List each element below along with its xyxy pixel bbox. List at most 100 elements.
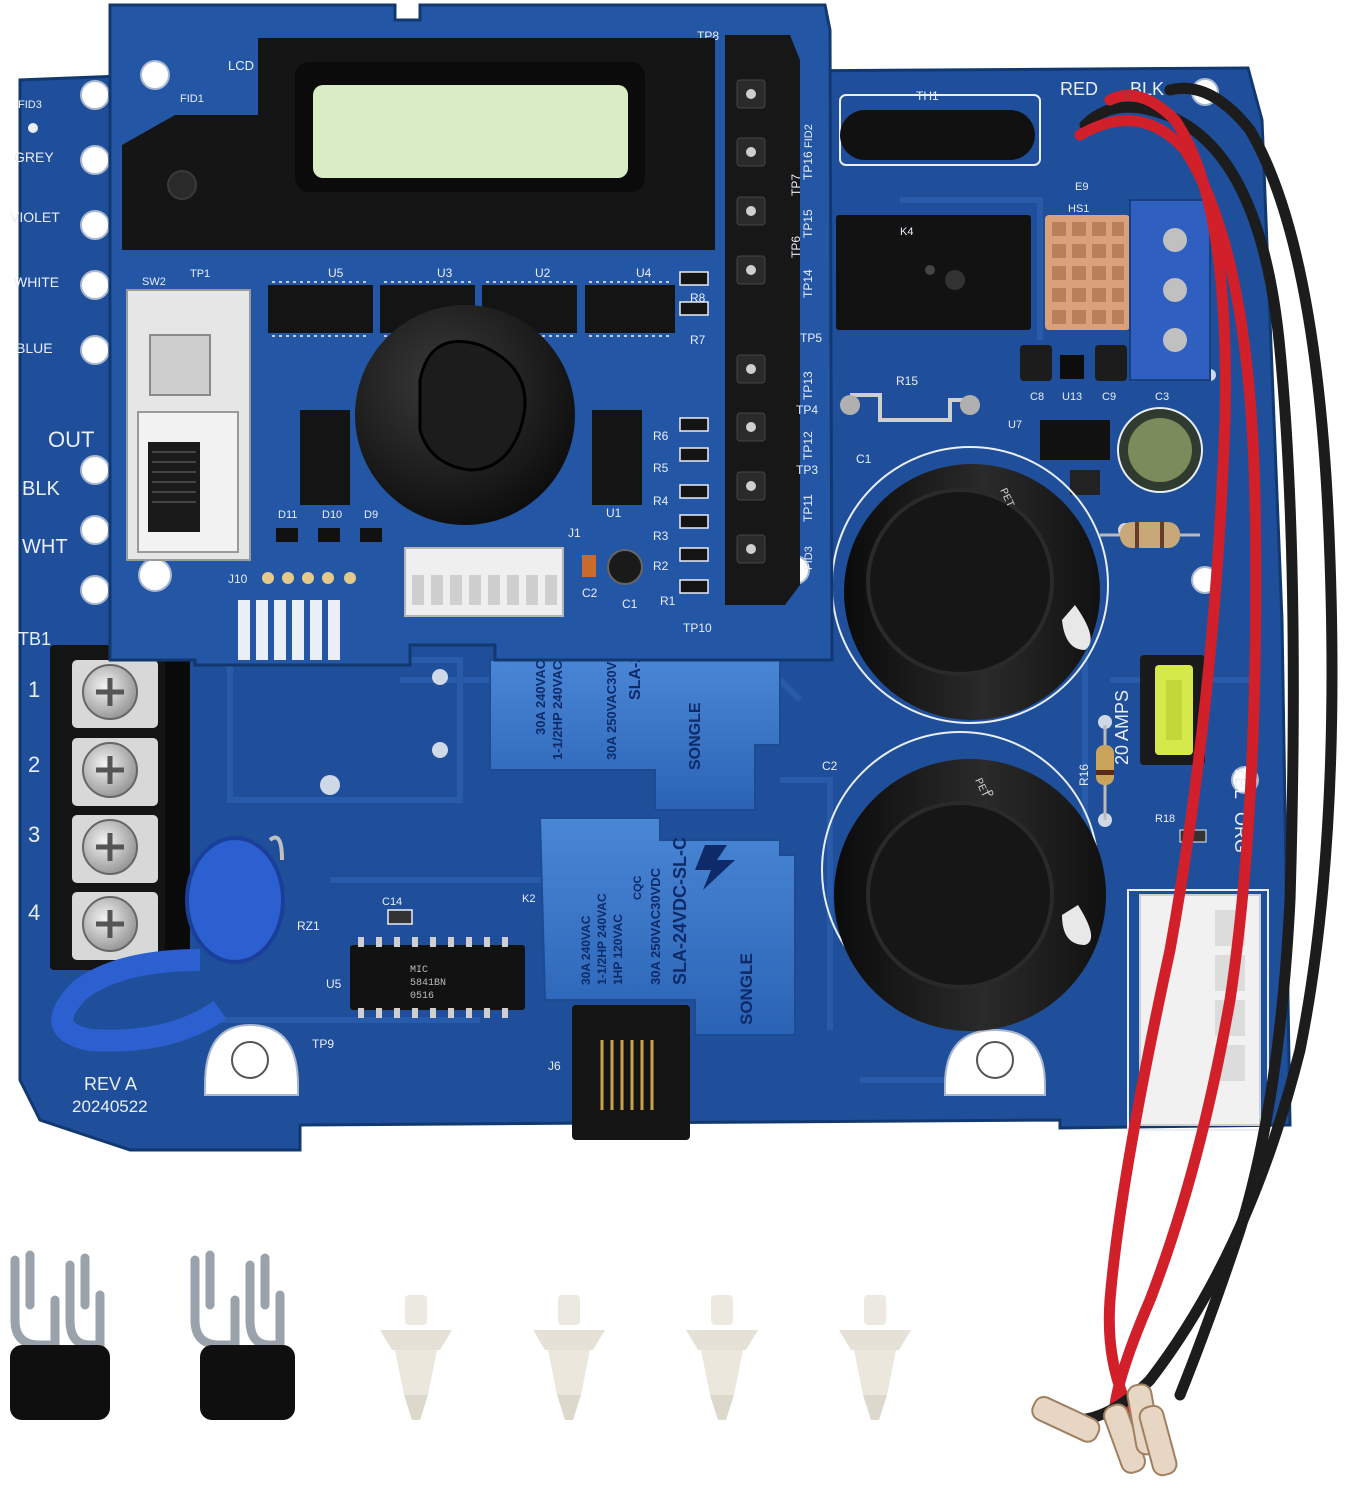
label-u5: U5 — [328, 266, 344, 280]
label-r15: R15 — [896, 374, 918, 388]
label-k2: K2 — [522, 893, 535, 905]
label-20-amps: 20 AMPS — [1112, 690, 1132, 765]
resistor-r16 — [1096, 725, 1114, 820]
header-j10 — [238, 572, 356, 660]
relay-upper-hp2: 1-1/2HP 240VAC — [550, 660, 565, 760]
slide-switch-sw2 — [126, 289, 251, 561]
label-tp15: TP15 — [801, 209, 815, 238]
label-date: 20240522 — [72, 1097, 148, 1116]
relay-lower: 30A 240VAC 1-1/2HP 240VAC 1HP 120VAC CQC… — [538, 817, 796, 1036]
label-u3: U3 — [437, 266, 453, 280]
heatsink-hs1 — [1045, 215, 1130, 330]
diodes — [276, 528, 382, 542]
label-c2: C2 — [582, 586, 598, 600]
small-capacitors — [582, 549, 643, 585]
label-white: WHITE — [14, 274, 59, 290]
label-c1: C1 — [622, 597, 638, 611]
label-terminal-4: 4 — [28, 900, 40, 925]
label-u5-bottom: U5 — [326, 977, 342, 991]
label-tp10: TP10 — [683, 621, 712, 635]
resistor-r15 — [840, 393, 980, 422]
label-u13: U13 — [1062, 391, 1082, 403]
label-tp3: TP3 — [796, 463, 818, 477]
fiducial-mark — [28, 123, 38, 133]
dip-chip-u5: MIC 5841BN 0516 — [350, 937, 525, 1018]
switch-lever — [148, 442, 200, 532]
label-fid3: FID3 — [18, 99, 42, 111]
lcd-screen — [313, 85, 628, 178]
label-tp1: TP1 — [190, 268, 210, 280]
label-terminal-3: 3 — [28, 822, 40, 847]
standoff-clip-1 — [380, 1295, 452, 1420]
smd-component — [1070, 470, 1100, 495]
label-r1: R1 — [660, 594, 676, 608]
label-fid2: FID2 — [803, 124, 815, 148]
label-j6: J6 — [548, 1059, 561, 1073]
smd-capacitors — [1020, 345, 1127, 381]
rotary-knob[interactable] — [355, 305, 575, 525]
capacitor-c1: PET — [831, 446, 1109, 724]
label-tp14: TP14 — [801, 269, 815, 298]
label-tp16: TP16 — [801, 151, 815, 180]
smd-resistors — [679, 271, 709, 594]
relay-lower-hp: 1HP 120VAC — [611, 914, 625, 985]
label-tp6: TP6 — [789, 236, 803, 258]
label-r3: R3 — [653, 529, 669, 543]
label-wht: WHT — [22, 536, 68, 558]
wire-harness — [1069, 82, 1338, 1426]
standoff-clip-2 — [533, 1295, 605, 1420]
chip-date-code: 0516 — [410, 991, 434, 1002]
label-red: RED — [1060, 79, 1098, 99]
label-r4: R4 — [653, 494, 669, 508]
regulator-u7 — [1040, 420, 1110, 460]
capacitor-c2-marking-2: P — [981, 789, 995, 800]
label-tp4: TP4 — [796, 403, 818, 417]
relay-k4 — [836, 215, 1031, 330]
label-hs1: HS1 — [1068, 203, 1089, 215]
label-r2: R2 — [653, 559, 669, 573]
label-grey: GREY — [14, 149, 54, 165]
label-e9: E9 — [1075, 181, 1088, 193]
label-tp9: TP9 — [312, 1037, 334, 1051]
label-sw2: SW2 — [142, 276, 166, 288]
label-d10: D10 — [322, 509, 342, 521]
label-tp7: TP7 — [789, 174, 803, 196]
standoff-clip-3 — [686, 1295, 758, 1420]
label-j10: J10 — [228, 572, 248, 586]
label-blue: BLUE — [16, 340, 53, 356]
label-fid3-right: FID3 — [803, 546, 815, 570]
label-c2-big: C2 — [822, 759, 838, 773]
label-rz1: RZ1 — [297, 919, 320, 933]
label-th1: TH1 — [916, 89, 939, 103]
label-j1: J1 — [568, 526, 581, 540]
label-tb1: TB1 — [18, 629, 51, 649]
label-d9: D9 — [364, 509, 378, 521]
terminal-block — [50, 645, 190, 970]
label-c9: C9 — [1102, 391, 1116, 403]
label-tp13: TP13 — [801, 371, 815, 400]
relay-lower-amp: 30A 240VAC — [579, 915, 593, 985]
fuse-20a — [1140, 655, 1205, 765]
label-lcd: LCD — [228, 58, 254, 73]
standoff-clip-4 — [839, 1295, 911, 1420]
songle-logo — [695, 845, 735, 890]
white-connector — [1127, 889, 1269, 1131]
label-c14: C14 — [382, 896, 402, 908]
capacitor-c3 — [1117, 407, 1203, 493]
label-r8: R8 — [690, 291, 706, 305]
relay-upper-rating: 30A 250VAC30VDC — [604, 642, 619, 760]
connector-j1 — [404, 547, 564, 617]
capacitor-c2: PET P — [821, 731, 1106, 1031]
label-blk: BLK — [22, 478, 60, 500]
label-u1: U1 — [606, 506, 622, 520]
relay-upper-amp: 30A 240VAC — [533, 659, 548, 735]
jumper-connector-1 — [10, 1250, 110, 1420]
label-c8: C8 — [1030, 391, 1044, 403]
label-u4: U4 — [636, 266, 652, 280]
lcd-display — [122, 38, 715, 250]
relay-upper-brand: SONGLE — [687, 702, 704, 770]
label-terminal-2: 2 — [28, 752, 40, 777]
varistor — [51, 835, 285, 1052]
relay-lower-brand: SONGLE — [737, 953, 756, 1025]
